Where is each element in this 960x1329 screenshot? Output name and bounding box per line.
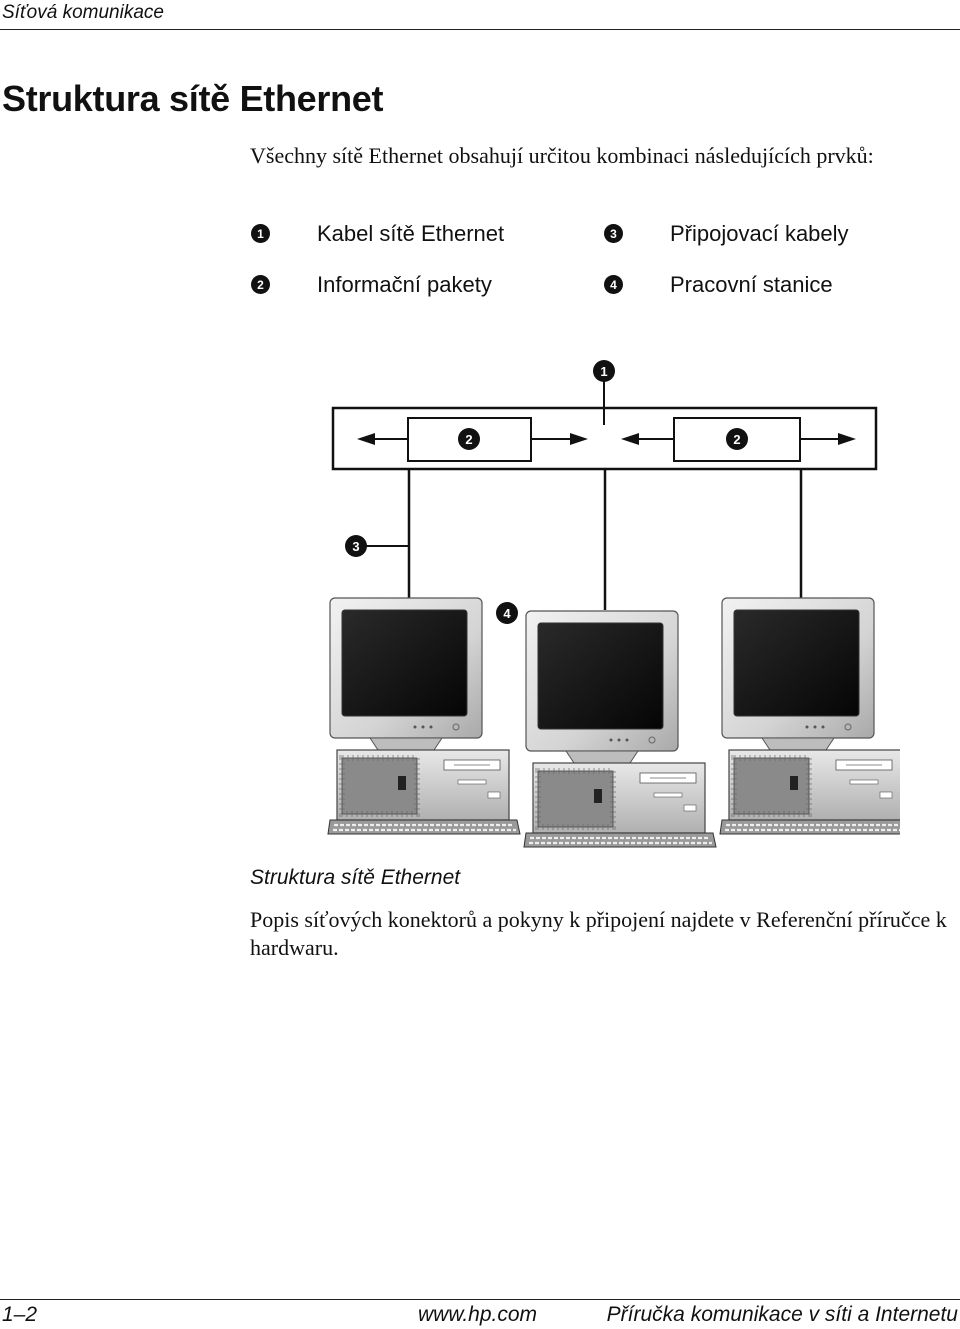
- footer-rule: [0, 1299, 960, 1300]
- svg-text:2: 2: [465, 432, 472, 447]
- running-header: Síťová komunikace: [2, 2, 164, 23]
- workstation-2: [524, 611, 716, 847]
- svg-text:1: 1: [600, 364, 607, 379]
- svg-text:4: 4: [503, 606, 511, 621]
- legend-number-3: 3: [604, 224, 623, 243]
- callout-4: 4: [496, 602, 518, 624]
- legend-item-3: 3 Připojovací kabely: [604, 221, 849, 246]
- svg-text:2: 2: [733, 432, 740, 447]
- callout-1: 1: [593, 360, 615, 382]
- legend-label-1: Kabel sítě Ethernet: [317, 220, 505, 246]
- legend-label-4: Pracovní stanice: [670, 271, 833, 297]
- legend-item-4: 4 Pracovní stanice: [604, 272, 833, 297]
- legend-number-2: 2: [251, 275, 270, 294]
- figure-caption: Struktura sítě Ethernet: [250, 866, 461, 889]
- page-title: Struktura sítě Ethernet: [2, 78, 384, 119]
- svg-text:3: 3: [352, 539, 359, 554]
- legend-item-1: 1 Kabel sítě Ethernet: [251, 221, 504, 246]
- callout-3: 3: [345, 535, 367, 557]
- header-rule: [0, 29, 960, 30]
- footer-book-title: Příručka komunikace v síti a Internetu: [606, 1303, 958, 1326]
- workstation-3: [720, 598, 900, 834]
- callout-2-right: 2: [726, 428, 748, 450]
- legend-label-2: Informační pakety: [317, 271, 492, 297]
- footer-url: www.hp.com: [418, 1303, 538, 1326]
- workstation-1: [328, 598, 520, 834]
- page-number: 1–2: [2, 1303, 38, 1326]
- ethernet-diagram: 1 2 2 3 4: [300, 360, 900, 855]
- legend-item-2: 2 Informační pakety: [251, 272, 492, 297]
- legend-number-1: 1: [251, 224, 270, 243]
- legend-label-3: Připojovací kabely: [670, 220, 849, 246]
- reference-note: Popis síťových konektorů a pokyny k přip…: [250, 907, 947, 960]
- legend-number-4: 4: [604, 275, 623, 294]
- callout-2-left: 2: [458, 428, 480, 450]
- intro-paragraph: Všechny sítě Ethernet obsahují určitou k…: [250, 143, 874, 168]
